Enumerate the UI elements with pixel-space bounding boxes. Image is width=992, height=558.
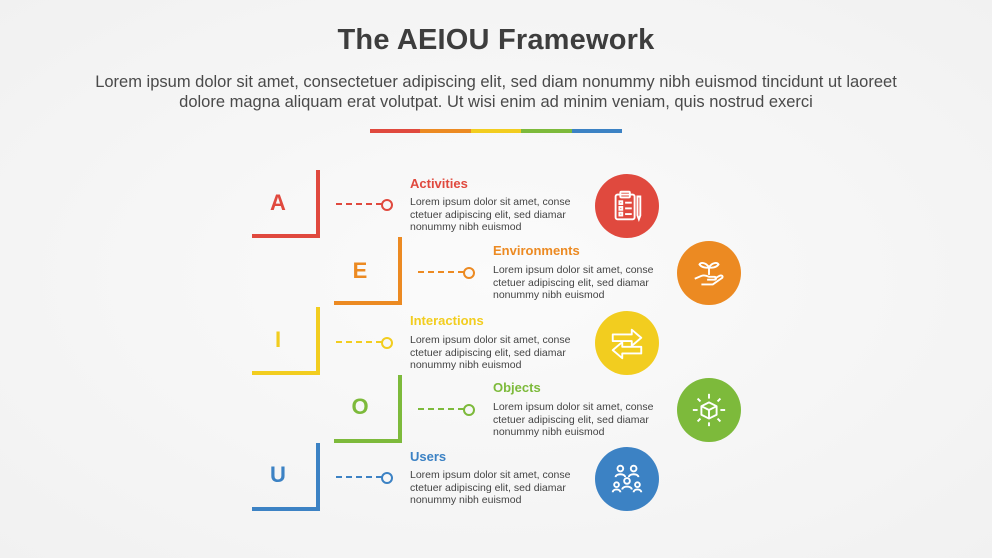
framework-letter: U [270,462,286,487]
framework-letter: I [274,327,282,352]
connector-dot [463,267,475,279]
item-heading: Objects [493,380,541,395]
page-subtitle: Lorem ipsum dolor sit amet, consectetuer… [95,73,897,111]
item-description: Lorem ipsum dolor sit amet, conse ctetue… [410,334,571,371]
item-description: Lorem ipsum dolor sit amet, conse ctetue… [493,401,654,438]
connector-line [418,408,464,410]
connector-dot [463,404,475,416]
letter-bracket [252,443,320,511]
item-description: Lorem ipsum dolor sit amet, conse ctetue… [410,469,571,506]
plant-in-hand-icon [694,262,724,286]
connector-dot [381,472,393,484]
letter-bracket [252,307,320,375]
divider-green [521,129,572,133]
page-title: The AEIOU Framework [337,24,655,56]
item-icon-circle [595,311,659,375]
divider-orange [420,129,471,133]
connector-line [418,271,464,273]
item-icon-circle [677,241,741,305]
framework-letter: O [351,394,369,419]
connector-dot [381,337,393,349]
connector-line [336,341,382,343]
letter-bracket [252,170,320,238]
divider-yellow [470,129,522,133]
framework-letter: E [352,258,368,283]
clipboard-icon [614,190,642,223]
letter-bracket [334,375,402,443]
connector-line [336,476,382,478]
item-heading: Users [410,449,447,464]
item-description: Lorem ipsum dolor sit amet, conse ctetue… [493,264,654,301]
exchange-arrows-icon [611,328,643,360]
divider-red [370,129,421,133]
users-group-icon [611,464,643,493]
color-divider [370,129,623,133]
connector-dot [381,199,393,211]
item-heading: Interactions [410,313,484,328]
item-icon-circle [595,174,659,238]
framework-letter: A [270,190,286,215]
item-heading: Environments [493,243,580,258]
item-icon-circle [595,447,659,511]
divider-blue [571,129,623,133]
item-heading: Activities [410,176,468,191]
letter-bracket [334,237,402,305]
connector-line [336,203,382,205]
item-icon-circle [677,378,741,442]
item-description: Lorem ipsum dolor sit amet, conse ctetue… [410,196,571,233]
box-icon [692,393,726,427]
